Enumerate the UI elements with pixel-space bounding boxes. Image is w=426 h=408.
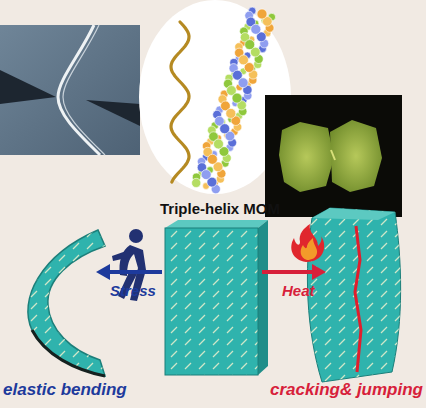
stress-arrowhead xyxy=(96,264,110,280)
helix-sphere xyxy=(220,124,230,134)
caption-label: cracking& jumping xyxy=(270,380,423,400)
helix-sphere xyxy=(238,78,248,88)
heat-arrow xyxy=(262,270,314,274)
flame-icon xyxy=(291,224,324,262)
helix-sphere xyxy=(239,55,249,65)
crystal-photo xyxy=(265,95,402,217)
stress-arrow xyxy=(108,270,162,274)
helix-sphere xyxy=(214,139,224,149)
single-helix xyxy=(171,22,189,182)
title-label: Triple-helix MOM xyxy=(160,200,280,217)
stress-label: Stress xyxy=(110,282,156,299)
helix-sphere xyxy=(257,9,267,19)
heat-label: Heat xyxy=(282,282,315,299)
helix-sphere xyxy=(245,40,255,50)
cracked-crystal xyxy=(307,208,400,382)
bending-photo xyxy=(0,25,140,155)
helix-sphere xyxy=(207,154,217,164)
crystal-block xyxy=(165,220,268,375)
heat-arrowhead xyxy=(312,264,326,280)
helix-sphere xyxy=(201,170,211,180)
helix-sphere xyxy=(251,24,261,34)
bent-crystal xyxy=(28,230,105,376)
helix-sphere xyxy=(226,108,236,118)
caption-label: elastic bending xyxy=(3,380,127,400)
helix-sphere xyxy=(232,93,242,103)
helix-sphere xyxy=(192,178,201,187)
triple-helix xyxy=(192,7,276,194)
